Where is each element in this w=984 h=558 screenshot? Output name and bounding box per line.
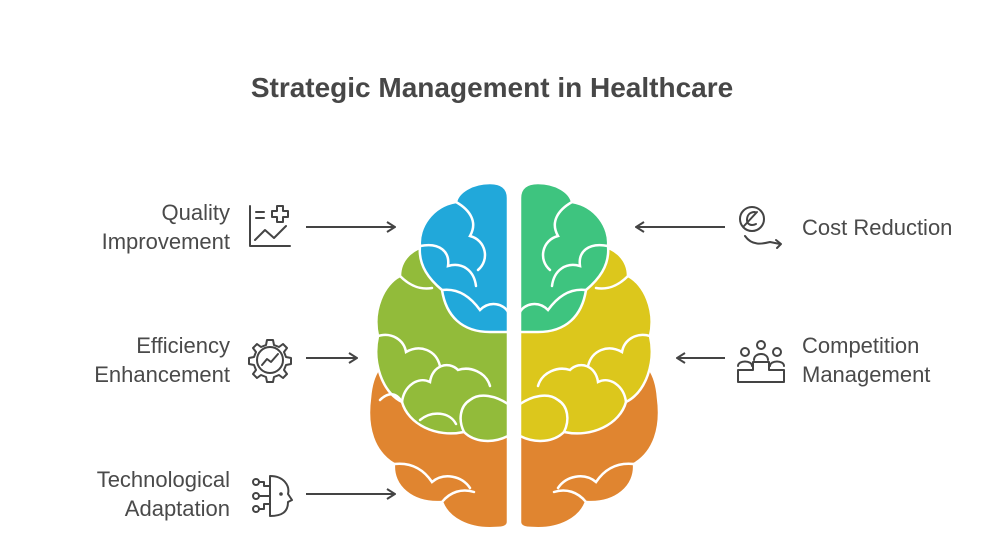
label-line: Technological: [96, 467, 230, 492]
ai-head-icon: [252, 475, 293, 517]
brain-left-hemisphere: [367, 181, 510, 530]
label-line: Cost Reduction: [802, 215, 953, 240]
label-line: Quality: [161, 200, 230, 225]
gear-chart-icon: [248, 339, 292, 383]
label-competition-management: Competition Management: [802, 331, 930, 389]
label-efficiency-enhancement: Efficiency Enhancement: [94, 331, 230, 389]
chart-plus-icon: [249, 205, 291, 247]
label-quality-improvement: Quality Improvement: [102, 198, 230, 256]
podium-icon: [737, 340, 785, 383]
label-line: Adaptation: [124, 496, 230, 521]
brain-lobe-blue-left: [418, 181, 510, 334]
page-title: Strategic Management in Healthcare: [250, 72, 734, 103]
label-line: Enhancement: [94, 362, 230, 387]
label-line: Competition: [802, 333, 920, 358]
brain-lobe-teal-right: [518, 181, 610, 334]
label-technological-adaptation: Technological Adaptation: [97, 465, 230, 523]
label-line: Efficiency: [136, 333, 230, 358]
brain-right-hemisphere: [518, 181, 661, 530]
cost-down-icon: [739, 206, 782, 249]
label-line: Improvement: [101, 229, 230, 254]
label-cost-reduction: Cost Reduction: [802, 213, 952, 242]
label-line: Management: [802, 362, 931, 387]
